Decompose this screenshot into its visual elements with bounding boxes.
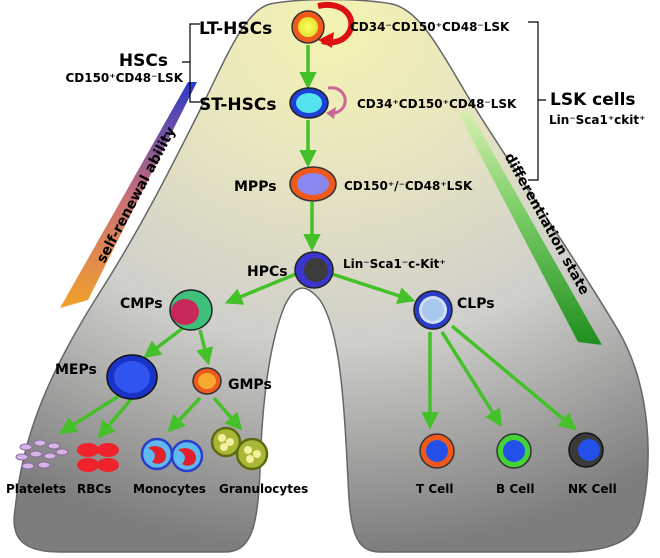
cmps-label: CMPs [120,296,163,312]
st-marker-label: CD34⁺CD150⁺CD48⁻LSK [357,97,517,111]
mpp-marker-label: CD150⁺/⁻CD48⁺LSK [344,179,473,193]
arrow-cmp-to-gmp [196,329,214,366]
hpcs-label: HPCs [247,264,288,280]
arrow-hpc-to-clp [331,272,416,304]
st-hsc-cell [289,87,329,119]
clp-cell [413,290,453,330]
mpp-cell [289,166,337,202]
arrow-cmp-to-mep [143,326,185,359]
lsk-group-title: LSK cells [550,90,636,110]
gmps-label: GMPs [228,377,272,393]
monocytes-icon [140,437,204,473]
lineage-arrows [59,45,577,439]
clps-label: CLPs [457,296,495,312]
mpps-label: MPPs [234,179,277,195]
arrow-mep-to-platelets [59,392,123,434]
st-self-renewal-arrowhead [326,107,336,119]
hpc-marker-label: Lin⁻Sca1⁻c-Kit⁺ [343,257,446,271]
arrow-clp-to-nkcell [450,324,577,431]
rbcs-label: RBCs [77,482,111,496]
t-cell-icon [419,433,455,469]
lsk-group-marker: Lin⁻Sca1⁺ckit⁺ [549,113,645,127]
hpc-cell [294,251,334,289]
gmp-cell [192,367,222,395]
arrow-gmp-to-granulocytes [212,396,243,431]
nk-cell-icon [568,432,604,468]
mep-cell [106,354,158,400]
self-renewal-gradient-band [60,82,197,308]
arrow-mep-to-rbcs [97,396,134,439]
granulocytes-label: Granulocytes [219,482,308,496]
lt-self-renewal-arrowhead [318,32,334,48]
platelets-label: Platelets [6,482,66,496]
hscs-bracket [182,23,200,103]
arrow-hpc-to-cmp [224,272,297,305]
hscs-group-marker: CD150⁺CD48⁻LSK [65,71,183,85]
platelets-icon [15,439,69,470]
rbcs-icon [77,443,119,472]
arrow-gmp-to-monocytes [167,396,202,433]
st-hscs-label: ST-HSCs [199,95,276,115]
b-cell-label: B Cell [496,482,535,496]
t-cell-label: T Cell [416,482,454,496]
lt-hscs-label: LT-HSCs [199,19,272,39]
lt-marker-label: CD34⁻CD150⁺CD48⁻LSK [350,20,510,34]
differentiation-gradient-band [458,112,602,345]
monocytes-label: Monocytes [133,482,206,496]
hscs-group-title: HSCs [119,51,168,71]
arrow-clp-to-bcell [440,331,502,427]
lsk-bracket [528,21,546,181]
meps-label: MEPs [55,362,97,378]
cmp-cell [169,289,213,331]
lt-hsc-cell [291,10,325,44]
granulocytes-icon [210,426,269,471]
b-cell-icon [496,433,532,469]
nk-cell-label: NK Cell [568,482,617,496]
